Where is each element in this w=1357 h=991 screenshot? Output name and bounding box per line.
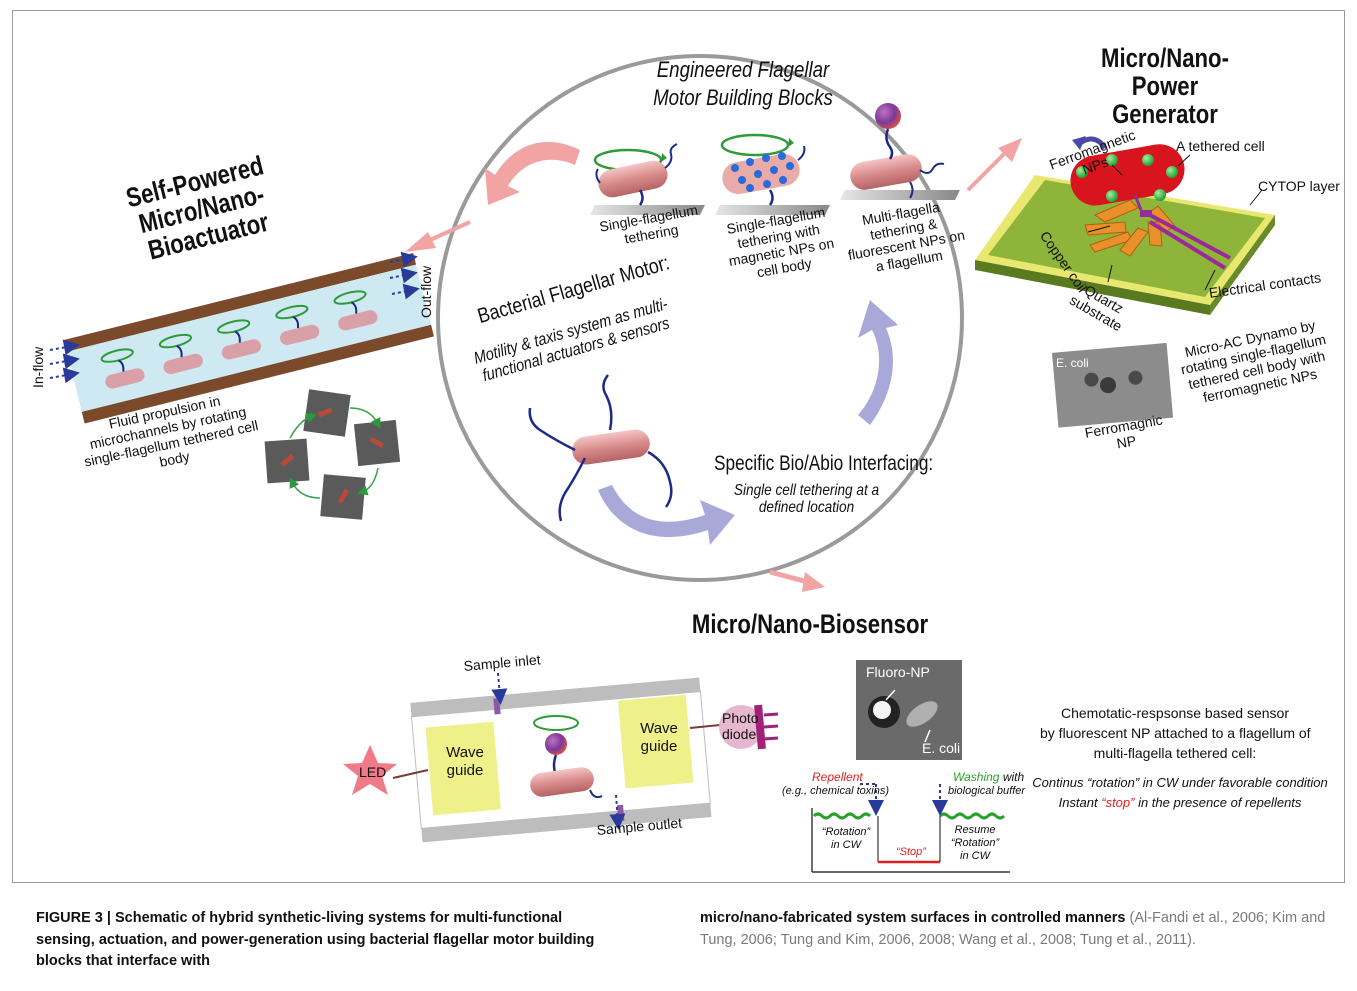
led-label: LED — [359, 764, 387, 780]
outflow-label: Out-flow — [418, 265, 434, 318]
fluoro-np-label: Fluoro-NP — [866, 664, 930, 680]
rotation-sequence — [264, 389, 401, 520]
caption-right-bold: micro/nano-fabricated system surfaces in… — [700, 910, 1126, 926]
inflow-label: In-flow — [30, 346, 46, 388]
signal-plot — [811, 783, 1010, 873]
microchannel — [63, 252, 434, 424]
pink-arrow-left — [429, 220, 471, 242]
led-star — [343, 745, 397, 795]
biosensor-cell — [530, 767, 594, 797]
sensor-line-2-stop: “stop” — [1101, 795, 1135, 810]
engineered-blocks-title: Engineered Flagellar Motor Building Bloc… — [653, 57, 833, 110]
tethered-red-cell — [1070, 144, 1185, 206]
waveguide1-label: Wave guide — [446, 744, 484, 779]
caption-refs: (Al-Fandi et al., 2006; Kim and Tung, 20… — [700, 910, 1326, 948]
pink-arrow-bottom — [769, 569, 809, 585]
caption-left: FIGURE 3 | Schematic of hybrid synthetic… — [36, 910, 595, 969]
generator-title: Micro/Nano-Power Generator — [1101, 43, 1229, 129]
repellent-sub-label: (e.g., chemical toxins) — [782, 785, 889, 797]
sensor-desc-1: Chemotatic-respsonse based sensor — [1060, 705, 1289, 721]
sensor-desc-3: multi-flagella tethered cell: — [1093, 745, 1257, 761]
caption-right: micro/nano-fabricated system surfaces in… — [700, 908, 1330, 951]
sensor-line-2: Instant “stop” in the presence of repell… — [1030, 795, 1330, 811]
biosensor-title: Micro/Nano-Biosensor — [691, 609, 929, 639]
lavender-arrow-right — [858, 300, 898, 425]
waveguide2-label: Wave guide — [640, 720, 678, 755]
figure-frame — [12, 10, 1345, 883]
pink-arrow-top-left — [485, 141, 580, 205]
washing-sub-label: biological buffer — [948, 785, 1026, 797]
cytop-label: CYTOP layer — [1258, 178, 1340, 194]
ecoli-label-sensor: E. coli — [922, 740, 961, 756]
sensor-line-1: Continus “rotation” in CW under favorabl… — [1032, 775, 1328, 790]
sensor-desc-2: by fluorescent NP attached to a flagellu… — [1040, 725, 1311, 741]
bacterium — [572, 429, 650, 465]
sensor-line-2-c: in the presence of repellents — [1134, 795, 1302, 810]
pink-arrow-right — [966, 148, 1010, 192]
washing-label: Washing with — [953, 770, 1024, 784]
stop-label: “Stop” — [896, 846, 926, 858]
interface-subtitle: Single cell tethering at a defined locat… — [733, 482, 880, 516]
interface-title: Specific Bio/Abio Interfacing: — [714, 452, 934, 475]
photodiode — [719, 705, 763, 749]
resume-label: Resume “Rotation” in CW — [950, 824, 1000, 862]
repellent-label: Repellent — [812, 770, 863, 784]
biosensor-device — [410, 677, 712, 843]
cell-item1 — [598, 160, 668, 198]
ecoli-label-power: E. coli — [1056, 356, 1089, 370]
fluorescent-np — [875, 103, 901, 129]
microscope-image-ecoli — [1051, 342, 1174, 428]
central-circle — [436, 54, 964, 582]
power-chip — [975, 136, 1275, 315]
cell-item3 — [850, 154, 922, 190]
rotation-label: “Rotation” in CW — [821, 826, 871, 851]
washing-word: Washing — [953, 770, 1000, 784]
sensor-line-2-a: Instant — [1058, 795, 1102, 810]
washing-with: with — [999, 770, 1025, 784]
tethered-cell-label: A tethered cell — [1176, 138, 1265, 154]
lavender-arrow-bottom — [598, 485, 735, 545]
photodiode-label: Photo diode — [722, 710, 759, 742]
